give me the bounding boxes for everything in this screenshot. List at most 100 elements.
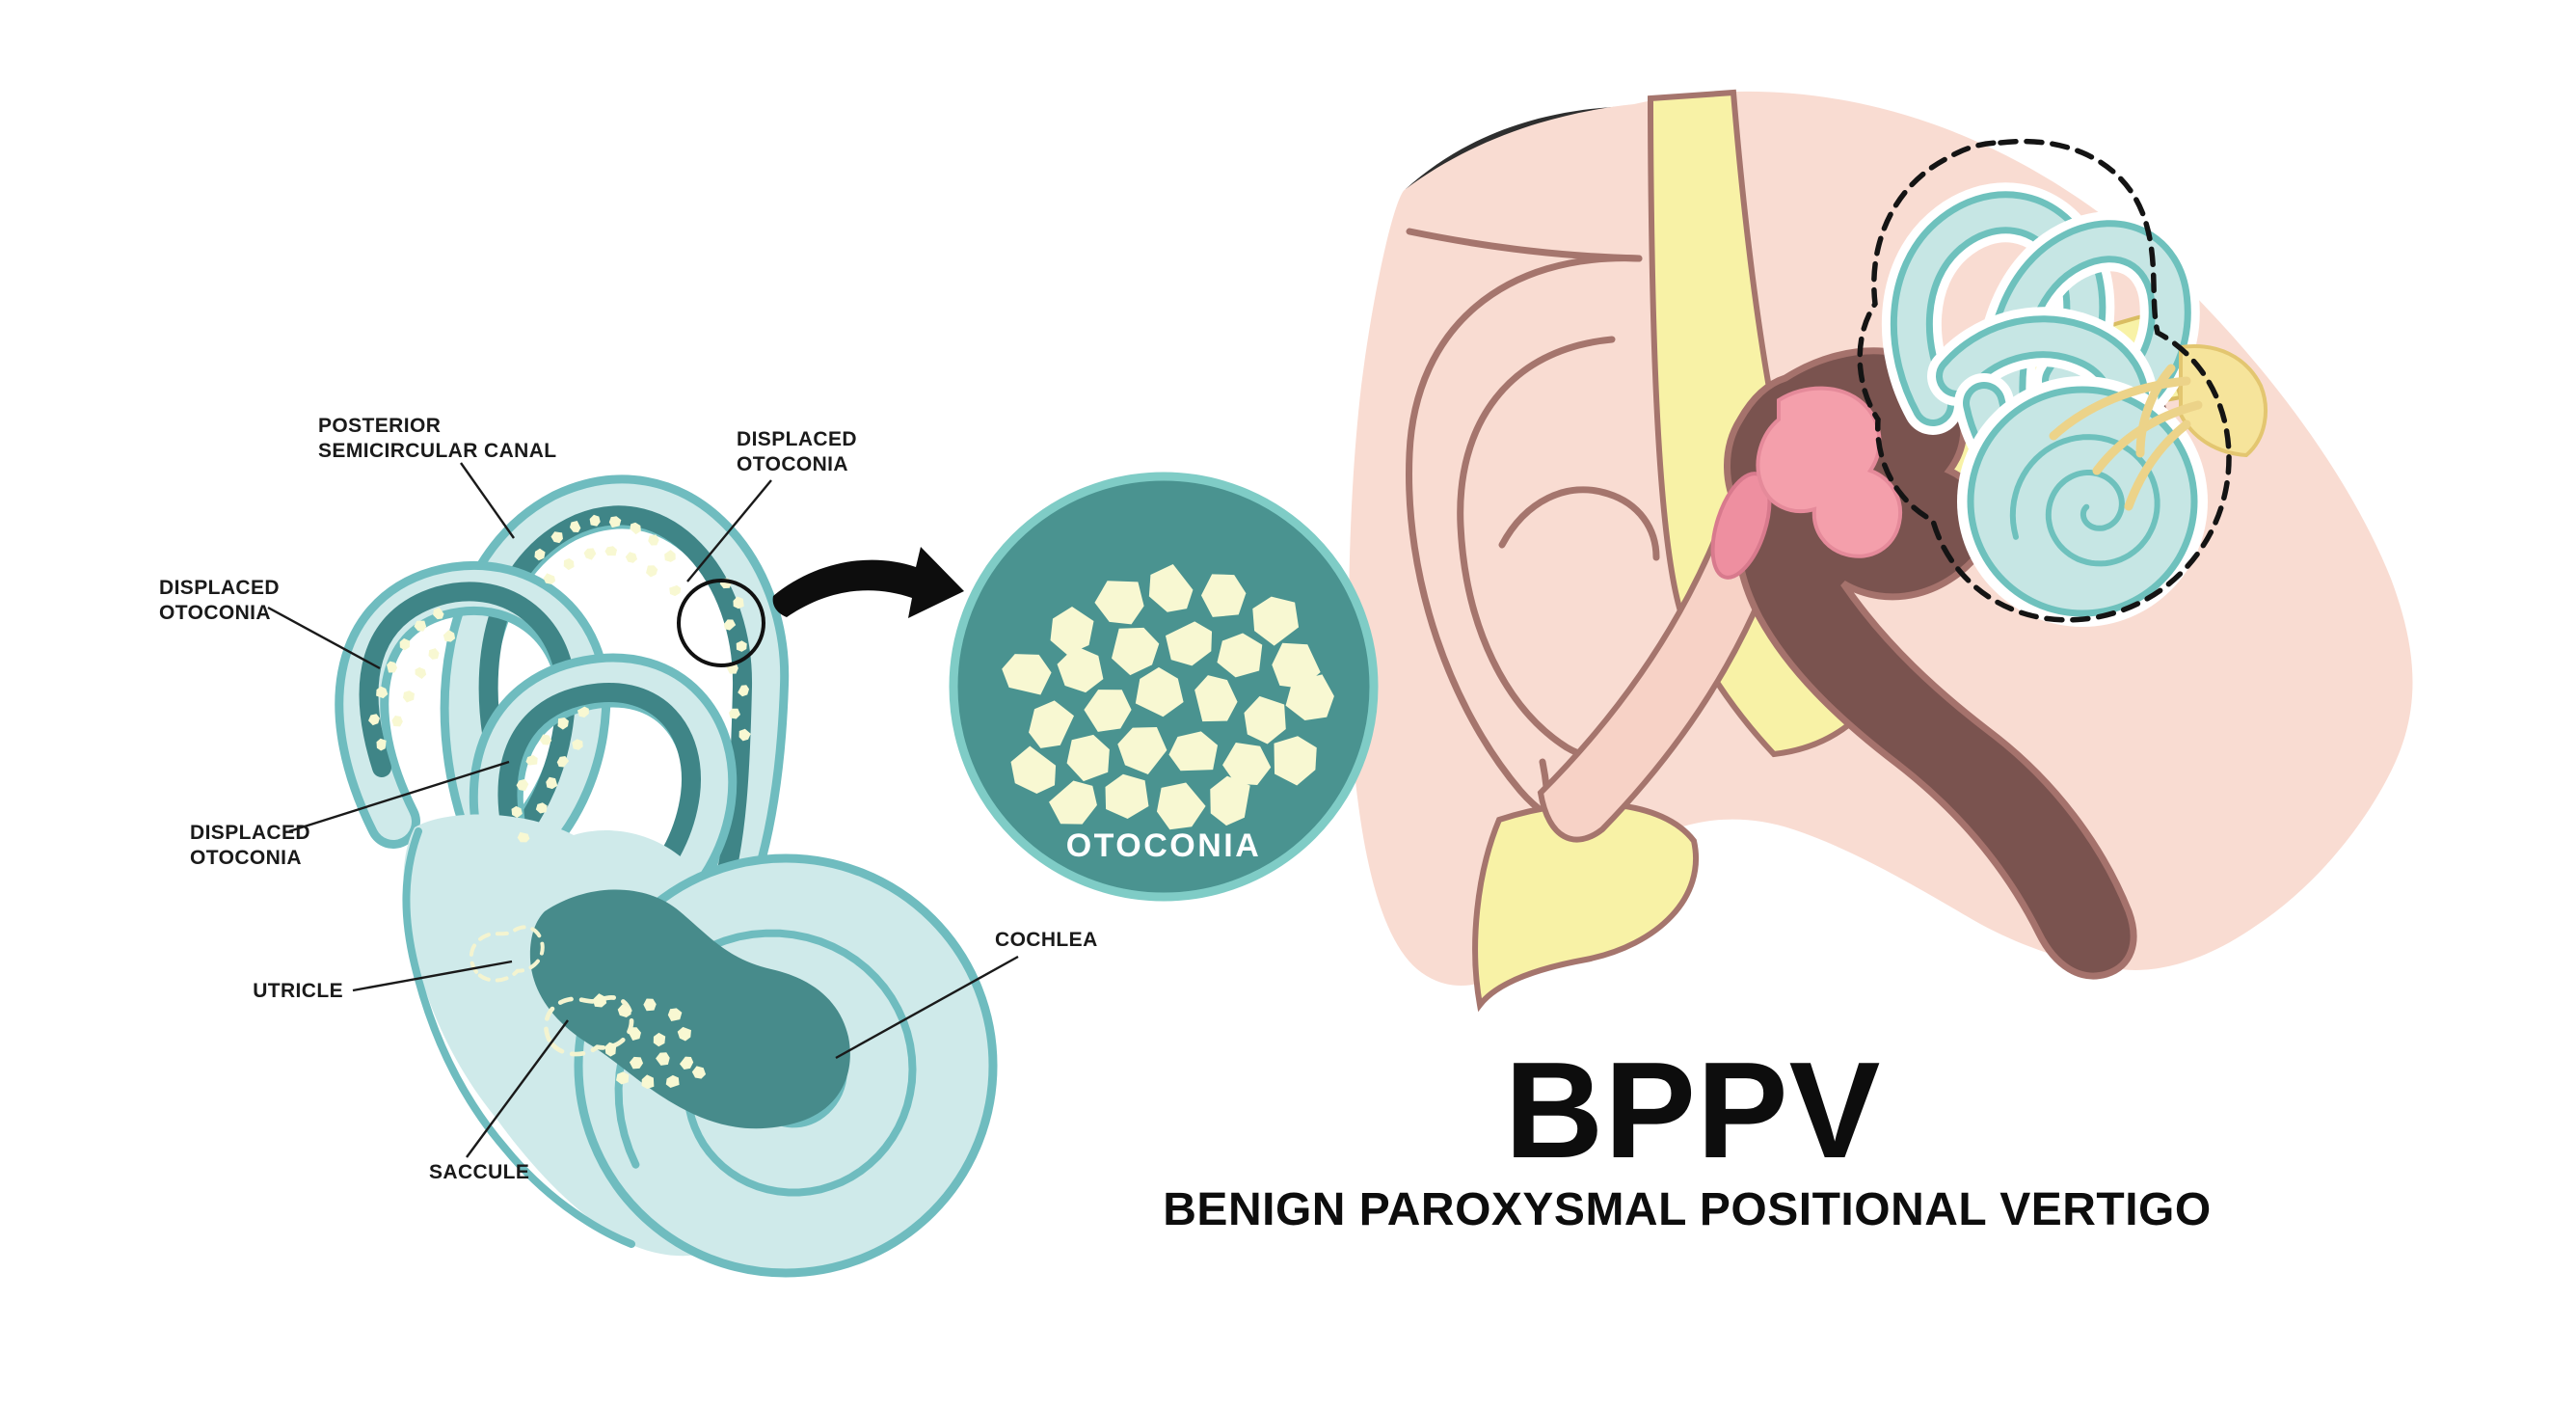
- otoconia-crystal: [1194, 675, 1238, 722]
- title-block: BPPV BENIGN PAROXYSMAL POSITIONAL VERTIG…: [1163, 1034, 2211, 1235]
- otoconia-crystal: [641, 1074, 655, 1090]
- lateral-canal-duct: [497, 683, 701, 901]
- white-bay: [1658, 871, 1932, 1068]
- inset-otoconia-crystals: [1002, 564, 1334, 830]
- otoconia-crystal: [569, 521, 581, 532]
- otoconia-crystal: [1105, 773, 1149, 820]
- lateral-canal-inner: [477, 662, 729, 930]
- otoconia-crystal: [1217, 633, 1263, 678]
- otoconia-crystal: [616, 1071, 630, 1085]
- leader-displaced-upper-left: [267, 606, 381, 670]
- otoconia-crystal: [625, 552, 638, 563]
- otoconia-crystal: [643, 998, 657, 1012]
- otoconia-crystal: [1210, 775, 1250, 826]
- otoconia-crystal: [1244, 695, 1286, 745]
- label-displaced-upper-left-line2: OTOCONIA: [159, 602, 271, 624]
- otoconia-crystal: [679, 1056, 694, 1070]
- page-subtitle: BENIGN PAROXYSMAL POSITIONAL VERTIGO: [1163, 1184, 2211, 1235]
- labyrinth-loop-a-fill: [1896, 198, 2100, 420]
- saccule-outline: [544, 995, 634, 1057]
- leader-displaced-lower-left: [288, 760, 510, 833]
- posterior-canal-duct: [478, 505, 753, 895]
- otoconia-crystal: [1049, 780, 1097, 825]
- otoconia-crystal: [589, 514, 601, 527]
- otoconia-crystal: [535, 802, 548, 814]
- zoom-arrow: [772, 547, 964, 618]
- otoconia-crystal: [592, 993, 607, 1008]
- otoconia-crystal: [415, 666, 427, 680]
- vestibule-otoconia-crystals: [592, 993, 707, 1090]
- leader-saccule: [466, 1019, 569, 1158]
- label-displaced-right-line2: OTOCONIA: [737, 453, 848, 475]
- jaw-bone: [1472, 800, 1699, 1013]
- otoconia-crystal: [1057, 645, 1104, 693]
- otoconia-crystal: [1148, 564, 1194, 612]
- otoconia-crystal: [511, 805, 523, 819]
- anterior-canal-duct: [359, 582, 577, 827]
- otoconia-crystal: [577, 706, 589, 718]
- otoconia-crystal: [1168, 731, 1219, 772]
- otoconia-crystal: [428, 648, 440, 660]
- ossicles: [1756, 386, 1903, 558]
- otoconia-crystal: [534, 548, 546, 561]
- otoconia-inset-caption: OTOCONIA: [1066, 827, 1262, 864]
- diagram-labels: POSTERIOR SEMICIRCULAR CANAL DISPLACED O…: [159, 415, 1098, 1183]
- otoconia-crystal: [656, 1052, 670, 1066]
- nerve-branch: [2124, 420, 2191, 511]
- otoconia-crystal: [556, 756, 570, 768]
- utricle-saccule-region: [529, 889, 850, 1129]
- vestibule-outline: [402, 827, 635, 1248]
- otoconia-crystal: [387, 661, 398, 673]
- otoconia-crystal: [1010, 745, 1057, 795]
- ear-anatomy-panel: [1349, 89, 2413, 1068]
- leader-posterior-canal: [460, 462, 515, 539]
- otoconia-crystal: [1272, 642, 1321, 689]
- otoconia-crystal: [617, 1004, 631, 1018]
- leader-cochlea: [835, 955, 1019, 1060]
- otoconia-crystal: [516, 778, 529, 792]
- otoconia-crystal: [376, 738, 387, 751]
- otoconia-crystal: [563, 557, 575, 571]
- otoconia-crystal: [1050, 607, 1094, 655]
- label-cochlea: COCHLEA: [995, 929, 1098, 951]
- label-displaced-upper-left-line1: DISPLACED: [159, 577, 280, 599]
- otoconia-crystal: [665, 1074, 680, 1088]
- utricle-outline: [469, 925, 545, 983]
- otoconia-crystal: [604, 546, 618, 556]
- label-posterior-canal-line1: POSTERIOR: [318, 415, 441, 437]
- otoconia-crystal: [646, 565, 658, 578]
- otoconia-crystal: [1156, 782, 1206, 830]
- otoconia-crystal: [443, 630, 456, 642]
- otoconia-crystal: [543, 573, 556, 584]
- otoconia-crystal: [733, 596, 744, 609]
- otoconia-crystal: [664, 550, 676, 562]
- otoconia-crystal: [1002, 654, 1052, 695]
- dashed-highlight-outline: [1857, 138, 2232, 623]
- otoconia-crystal: [1200, 574, 1247, 617]
- otoconia-crystal: [525, 754, 538, 766]
- otoconia-crystal: [604, 1042, 617, 1057]
- label-posterior-canal-line2: SEMICIRCULAR CANAL: [318, 440, 557, 462]
- inner-ear-diagram-panel: [335, 474, 998, 1278]
- posterior-canal-inner: [448, 483, 781, 910]
- otoconia-crystal: [402, 690, 415, 703]
- otoconia-crystal: [572, 739, 583, 750]
- otoconia-crystal: [583, 548, 597, 560]
- otoconia-crystal: [723, 619, 737, 631]
- otoconia-crystal: [1066, 734, 1110, 782]
- otoconia-crystal: [433, 607, 444, 620]
- inner-ear-labyrinth-highlight: [1857, 138, 2267, 627]
- pinna-concha-curve: [1498, 486, 1660, 561]
- otoconia-crystal: [738, 685, 750, 697]
- label-displaced-lower-left-line1: DISPLACED: [190, 822, 310, 844]
- otoconia-crystal: [1117, 727, 1167, 774]
- otoconia-crystal: [1111, 627, 1160, 676]
- otoconia-crystal: [1135, 666, 1184, 718]
- page-title: BPPV: [1505, 1034, 1882, 1187]
- otoconia-crystal: [728, 708, 741, 719]
- otoconia-crystal: [667, 1008, 683, 1022]
- magnifier-circle: [677, 579, 765, 667]
- label-saccule: SACCULE: [429, 1161, 529, 1183]
- otoconia-crystal: [557, 717, 569, 730]
